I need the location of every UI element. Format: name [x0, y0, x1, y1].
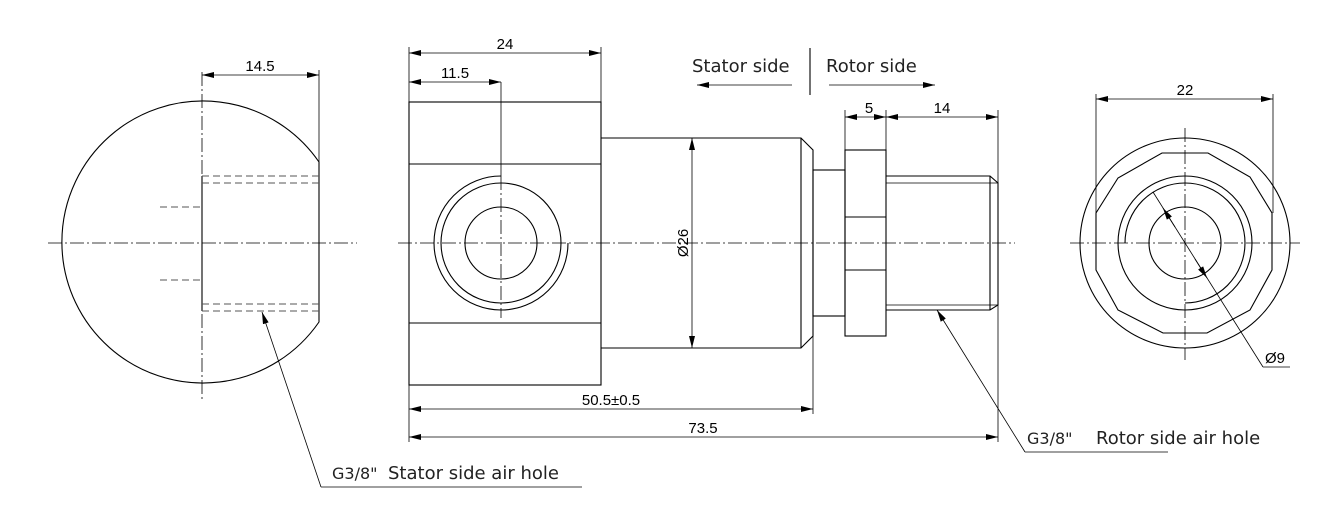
dimension-73-5: 73.5 — [409, 305, 999, 442]
dim-label: 73.5 — [688, 420, 717, 437]
stator-air-hole-label: Stator side air hole — [388, 463, 559, 484]
dim-label: 14 — [934, 100, 951, 117]
dimension-14-5: 14.5 — [202, 58, 320, 162]
hex-outline — [1095, 152, 1273, 334]
dim-label: 14.5 — [245, 58, 274, 75]
side-view-outline — [61, 100, 320, 384]
stator-side-label: Stator side — [692, 56, 790, 77]
dim-label: 24 — [497, 36, 514, 53]
front-view: 24 11.5 Ø26 50.5±0.5 73.5 5 — [398, 36, 1260, 453]
stator-air-hole-leader: G3/8" Stator side air hole — [261, 311, 582, 488]
dimension-14: 14 — [886, 100, 998, 120]
dimension-11-5: 11.5 — [409, 65, 501, 85]
stator-port — [433, 82, 569, 318]
dimension-5: 5 — [844, 100, 999, 183]
side-view: 14.5 G3/8" Stator side air hole — [48, 58, 582, 488]
stator-block — [408, 101, 602, 386]
dim-label: 11.5 — [441, 65, 469, 82]
hidden-lines — [160, 175, 319, 312]
dim-label: 5 — [865, 100, 873, 117]
dimension-22: 22 — [1095, 82, 1274, 213]
dim-label: 50.5±0.5 — [582, 392, 640, 409]
rotor-thread — [886, 175, 999, 311]
rotor-air-hole-label: Rotor side air hole — [1096, 428, 1260, 449]
rotor-side-label: Rotor side — [826, 56, 917, 77]
end-view: 22 Ø9 — [1070, 82, 1300, 368]
side-indicator: Stator side Rotor side — [692, 48, 935, 95]
thread-spec: G3/8" — [332, 464, 378, 483]
dimension-diameter-26: Ø26 — [675, 138, 695, 348]
dim-label: 22 — [1177, 82, 1194, 99]
hex-nut — [844, 149, 887, 337]
dim-label: Ø9 — [1265, 350, 1285, 367]
dimension-50-5: 50.5±0.5 — [408, 336, 814, 442]
rotor-air-hole-leader: G3/8" Rotor side air hole — [936, 309, 1260, 453]
dimension-diameter-9: Ø9 — [1152, 191, 1290, 368]
dimension-24: 24 — [408, 36, 602, 138]
dim-label: Ø26 — [675, 229, 692, 257]
thread-spec: G3/8" — [1027, 429, 1073, 448]
